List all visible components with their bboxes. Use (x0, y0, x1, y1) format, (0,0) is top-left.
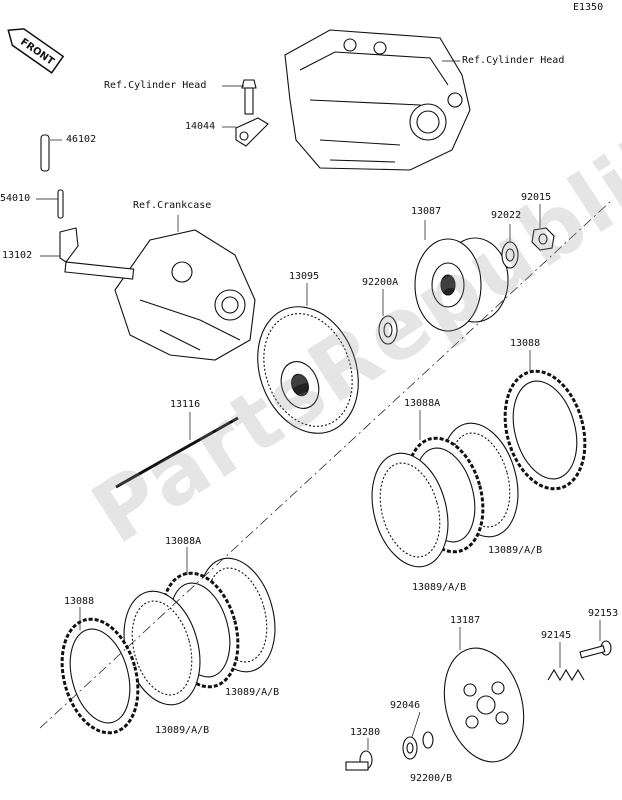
label-92200B: 92200/B (410, 773, 453, 784)
label-13089-right-2: 13089/A/B (412, 582, 467, 593)
label-13087: 13087 (411, 206, 442, 217)
label-92153: 92153 (588, 608, 619, 619)
label-13280: 13280 (350, 727, 381, 738)
label-92015: 92015 (521, 192, 552, 203)
label-ref-crankcase: Ref.Crankcase (133, 200, 212, 211)
plate-stack-left (123, 557, 276, 706)
plate-stack-right (371, 422, 519, 568)
front-arrow-icon: FRONT (7, 28, 65, 74)
push-rod-13116 (115, 416, 239, 489)
friction-plate-13088-top (503, 369, 587, 491)
leader-lines (36, 60, 613, 750)
friction-plate-13088-bottom (60, 617, 140, 735)
washer-92022 (501, 241, 519, 269)
label-13088-top: 13088 (510, 338, 541, 349)
bolt-92153 (579, 640, 612, 659)
label-13102: 13102 (2, 250, 33, 261)
label-92046: 92046 (390, 700, 421, 711)
label-ref-cylinder-head-right: Ref.Cylinder Head (462, 55, 565, 66)
label-13088A-right: 13088A (404, 398, 441, 409)
washer-92200A (378, 315, 398, 345)
label-13089-left-1: 13089/A/B (225, 687, 280, 698)
pin-46102 (40, 134, 50, 172)
label-13088-left: 13088 (64, 596, 95, 607)
label-13088A-left: 13088A (165, 536, 202, 547)
pin-54010 (57, 189, 64, 219)
label-92145: 92145 (541, 630, 572, 641)
page-code: E1350 (573, 2, 604, 13)
pusher-13280 (345, 750, 373, 771)
label-14044: 14044 (185, 121, 216, 132)
bearing-92046 (402, 736, 418, 760)
spring-92145 (547, 668, 585, 682)
label-92022: 92022 (491, 210, 522, 221)
label-13089-left-2: 13089/A/B (155, 725, 210, 736)
label-13095: 13095 (289, 271, 320, 282)
shaft-13102 (59, 227, 135, 280)
label-46102: 46102 (66, 134, 97, 145)
label-13116: 13116 (170, 399, 201, 410)
label-13187: 13187 (450, 615, 481, 626)
label-54010: 54010 (0, 193, 31, 204)
label-ref-cylinder-head-left: Ref.Cylinder Head (104, 80, 207, 91)
clutch-housing-13095 (257, 306, 359, 434)
label-13089-right-1: 13089/A/B (488, 545, 543, 556)
clutch-hub-13087 (414, 237, 509, 332)
nut-92015 (531, 227, 555, 251)
cylinder-head (284, 29, 471, 171)
washer-92200B (422, 731, 434, 749)
bolt-14044 (235, 79, 269, 147)
label-92200A: 92200A (362, 277, 399, 288)
pressure-plate-13187 (443, 647, 525, 763)
crankcase (114, 229, 256, 361)
